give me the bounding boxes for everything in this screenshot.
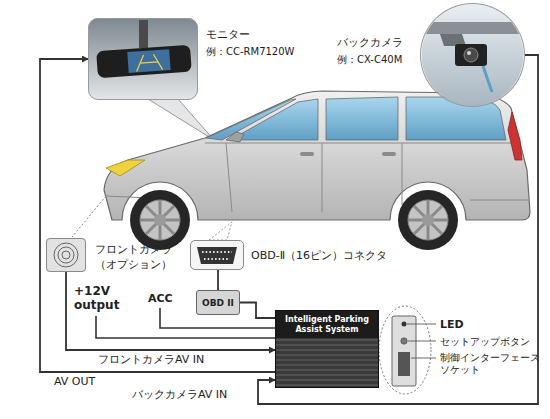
obd-socket-photo	[190, 240, 244, 270]
cable	[240, 303, 275, 319]
part-label: セットアップボタン	[440, 335, 530, 348]
leader-line	[407, 324, 436, 358]
belt-line	[205, 143, 512, 144]
control-unit: Intelligent Parking Assist System	[275, 310, 379, 388]
tire	[398, 190, 458, 250]
door-line	[322, 143, 323, 212]
part-name: OBD-Ⅱ（16ピン）コネクタ	[251, 249, 387, 263]
front-camera-icon	[46, 238, 86, 272]
plug-label: OBD II	[202, 292, 234, 314]
wheel-spokes	[408, 200, 448, 240]
mirror-stem	[139, 20, 148, 48]
callout-tail	[209, 222, 232, 240]
part-label: LED	[440, 318, 464, 331]
door-line	[402, 143, 403, 205]
wheel-spokes	[140, 200, 180, 240]
lens-ring	[58, 247, 74, 263]
camera-cable	[483, 66, 492, 92]
leader-line	[72, 196, 106, 237]
callout-tail	[148, 99, 214, 140]
zoom-circle	[379, 306, 431, 394]
obd-pins	[202, 252, 232, 259]
bumper-line	[470, 200, 528, 201]
front-camera-box: フロントカメラ （オプション）	[46, 238, 86, 272]
wheel-hub	[154, 214, 166, 226]
taillight	[508, 112, 522, 160]
lens-ring	[54, 243, 78, 267]
power-wire	[96, 316, 275, 338]
mirror-housing	[96, 45, 192, 78]
model-number: 例：CC-RM7120W	[206, 45, 295, 59]
camera-lens	[464, 48, 478, 62]
part-name: モニター	[206, 28, 250, 42]
wheel-hub	[422, 214, 434, 226]
part-name: バックカメラ	[337, 36, 403, 50]
camera-scene	[420, 22, 530, 92]
tailgate-edge	[420, 22, 530, 34]
wire-label: ACC	[148, 292, 173, 305]
cable	[40, 59, 275, 372]
cable	[66, 272, 275, 350]
monitor-photo	[88, 18, 198, 100]
obd-connector: OBD-Ⅱ（16ピン）コネクタ	[190, 240, 244, 270]
led-dot	[402, 322, 407, 327]
wheel-rim	[140, 200, 180, 240]
side-mirror	[226, 132, 244, 142]
tire	[130, 190, 190, 250]
edge-label: バックカメラAV IN	[130, 388, 229, 401]
setup-button	[401, 338, 407, 344]
lens-ring	[62, 251, 70, 259]
part-name: フロントカメラ （オプション）	[95, 242, 181, 272]
edge-label: フロントカメラAV IN	[96, 353, 206, 366]
door-handle	[300, 152, 314, 156]
obd-socket	[197, 247, 237, 264]
model-number: 例：CX-C40M	[337, 53, 402, 67]
lens-glint	[467, 51, 471, 55]
monitor-screen	[127, 49, 170, 73]
cable	[217, 270, 219, 290]
monitor-frame: モニター例：CC-RM7120W	[88, 18, 198, 100]
control-socket	[398, 352, 410, 376]
side-panel	[392, 316, 416, 386]
camera-photo	[422, 4, 524, 106]
door-handle	[382, 152, 396, 156]
rear-window	[406, 97, 506, 140]
unit-name: Intelligent Parking Assist System	[276, 311, 378, 338]
wheel-rim	[408, 200, 448, 240]
camera-frame: バックカメラ例：CX-C40M	[420, 3, 525, 107]
middle-window	[326, 97, 398, 140]
door-line	[226, 143, 232, 212]
guide-lines	[136, 54, 163, 72]
edge-label: AV OUT	[52, 375, 97, 388]
cable	[258, 55, 538, 404]
headlight	[106, 160, 145, 176]
mirror-monitor	[96, 45, 192, 78]
camera-body	[455, 44, 487, 66]
wire-label: +12V output	[74, 284, 126, 312]
part-label: 制御インターフェース ソケット	[440, 352, 546, 376]
obd-plug: OBD II	[196, 290, 240, 315]
